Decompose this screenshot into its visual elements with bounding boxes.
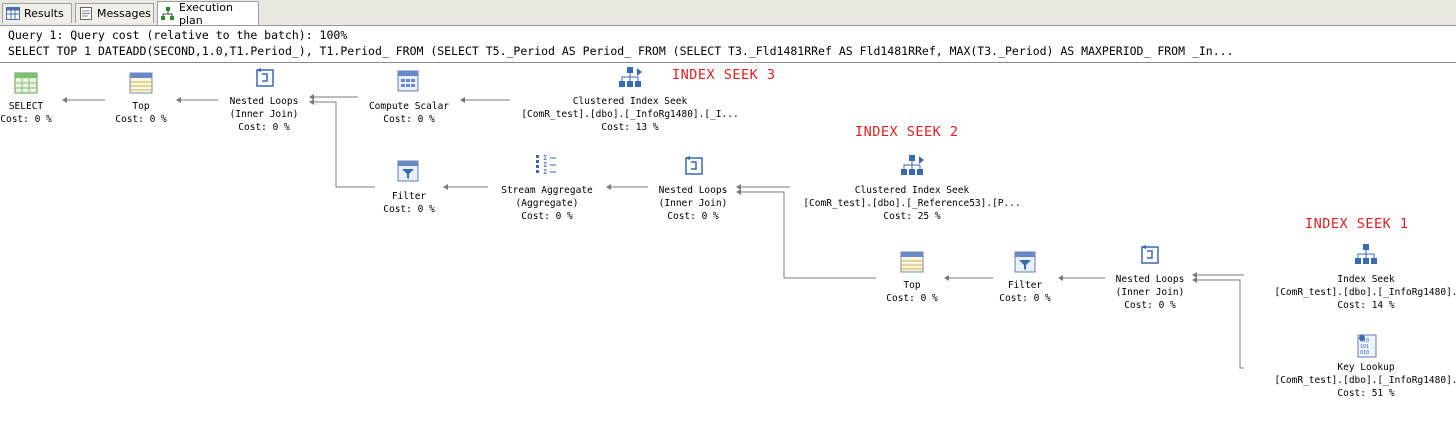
node-filter-2[interactable]: Filter Cost: 0 %: [999, 279, 1050, 305]
node-filter-1[interactable]: Filter Cost: 0 %: [383, 190, 434, 216]
node-key-lookup-name: Key Lookup: [1337, 362, 1395, 373]
node-compute-scalar-name: Compute Scalar: [368, 101, 450, 112]
node-cis3-name: Clustered Index Seek: [572, 96, 688, 107]
node-index-seek-1-cost: Cost: 14 %: [1337, 300, 1395, 311]
svg-text:010: 010: [1360, 338, 1369, 344]
node-select[interactable]: SELECT Cost: 0 %: [0, 100, 51, 126]
node-clustered-index-seek-3[interactable]: Clustered Index Seek [ComR_test].[dbo].[…: [521, 95, 738, 134]
node-nested-loops-2-type: (Inner Join): [658, 198, 728, 209]
node-index-seek-1-name: Index Seek: [1337, 274, 1395, 285]
node-key-lookup-object: [ComR_test].[dbo].[_InfoRg1480].: [1274, 375, 1456, 386]
annotation-index-seek-1: INDEX SEEK 1: [1305, 216, 1409, 232]
node-top-2-cost: Cost: 0 %: [886, 293, 938, 304]
filter-icon[interactable]: [1013, 251, 1037, 273]
node-filter-1-cost: Cost: 0 %: [383, 204, 435, 215]
node-nested-loops-1-type: (Inner Join): [229, 109, 299, 120]
tab-execution-plan-label: Execution plan: [179, 0, 233, 27]
node-nested-loops-3[interactable]: Nested Loops (Inner Join) Cost: 0 %: [1116, 273, 1185, 312]
select-icon[interactable]: [14, 72, 38, 94]
filter-icon[interactable]: [396, 160, 420, 182]
clustered-index-seek-icon[interactable]: [617, 66, 642, 88]
node-compute-scalar-cost: Cost: 0 %: [383, 114, 435, 125]
tab-results[interactable]: Results: [2, 3, 72, 23]
node-cis3-cost: Cost: 13 %: [601, 122, 659, 133]
top-icon[interactable]: [900, 251, 924, 273]
node-compute-scalar[interactable]: Compute Scalar Cost: 0 %: [369, 100, 449, 126]
nested-loops-icon[interactable]: [253, 67, 277, 89]
node-clustered-index-seek-2[interactable]: Clustered Index Seek [ComR_test].[dbo].[…: [803, 184, 1020, 223]
tab-messages-label: Messages: [97, 7, 151, 20]
node-select-name: SELECT: [8, 101, 44, 112]
annotation-index-seek-2: INDEX SEEK 2: [855, 124, 959, 140]
node-key-lookup[interactable]: Key Lookup [ComR_test].[dbo].[_InfoRg148…: [1274, 361, 1456, 400]
annotation-index-seek-3: INDEX SEEK 3: [672, 67, 776, 83]
tab-messages[interactable]: Messages: [75, 3, 154, 23]
node-cis3-object: [ComR_test].[dbo].[_InfoRg1480].[_I...: [521, 109, 739, 120]
compute-scalar-icon[interactable]: [396, 70, 420, 92]
node-nested-loops-1[interactable]: Nested Loops (Inner Join) Cost: 0 %: [230, 95, 299, 134]
node-key-lookup-cost: Cost: 51 %: [1337, 388, 1395, 399]
node-stream-aggregate-cost: Cost: 0 %: [521, 211, 573, 222]
node-nested-loops-1-cost: Cost: 0 %: [238, 122, 290, 133]
node-nested-loops-3-cost: Cost: 0 %: [1124, 300, 1176, 311]
clustered-index-seek-icon[interactable]: [899, 154, 924, 176]
plan-links: [62, 94, 1244, 369]
node-nested-loops-3-name: Nested Loops: [1115, 274, 1185, 285]
node-top-2[interactable]: Top Cost: 0 %: [886, 279, 937, 305]
node-stream-aggregate[interactable]: Stream Aggregate (Aggregate) Cost: 0 %: [501, 184, 593, 223]
top-icon[interactable]: [129, 72, 153, 94]
svg-text:101: 101: [1360, 344, 1369, 350]
node-nested-loops-3-type: (Inner Join): [1115, 287, 1185, 298]
node-top-1-cost: Cost: 0 %: [115, 114, 167, 125]
node-top-2-name: Top: [903, 280, 921, 291]
svg-text:010: 010: [1360, 350, 1369, 356]
node-index-seek-1-object: [ComR_test].[dbo].[_InfoRg1480].: [1274, 287, 1456, 298]
node-nested-loops-2-cost: Cost: 0 %: [667, 211, 719, 222]
node-nested-loops-2-name: Nested Loops: [658, 185, 728, 196]
results-grid-icon: [6, 7, 20, 20]
svg-text:Σ: Σ: [543, 161, 547, 169]
nested-loops-icon[interactable]: [1138, 244, 1162, 266]
node-top-1[interactable]: Top Cost: 0 %: [115, 100, 166, 126]
query-cost-line: Query 1: Query cost (relative to the bat…: [8, 28, 348, 42]
svg-text:Σ: Σ: [543, 168, 547, 176]
node-cis2-name: Clustered Index Seek: [854, 185, 970, 196]
node-nested-loops-1-name: Nested Loops: [229, 96, 299, 107]
node-filter-2-name: Filter: [1007, 280, 1043, 291]
tab-bar: Results Messages Execution plan: [0, 0, 1456, 27]
tab-results-label: Results: [24, 7, 64, 20]
query-text-line: SELECT TOP 1 DATEADD(SECOND,1.0,T1.Perio…: [8, 44, 1234, 58]
node-stream-aggregate-name: Stream Aggregate: [501, 185, 593, 196]
messages-icon: [79, 7, 93, 20]
tab-execution-plan[interactable]: Execution plan: [157, 0, 259, 27]
execution-plan-icon: [161, 7, 175, 20]
node-filter-2-cost: Cost: 0 %: [999, 293, 1051, 304]
node-cis2-object: [ComR_test].[dbo].[_Reference53].[P...: [803, 198, 1021, 209]
node-filter-1-name: Filter: [391, 191, 427, 202]
node-index-seek-1[interactable]: Index Seek [ComR_test].[dbo].[_InfoRg148…: [1274, 273, 1456, 312]
node-stream-aggregate-type: (Aggregate): [515, 198, 579, 209]
node-top-1-name: Top: [132, 101, 150, 112]
index-seek-icon[interactable]: [1353, 243, 1377, 265]
node-select-cost: Cost: 0 %: [0, 114, 52, 125]
svg-text:Σ: Σ: [543, 154, 547, 162]
node-cis2-cost: Cost: 25 %: [883, 211, 941, 222]
execution-plan-canvas[interactable]: SELECT Cost: 0 % Top Cost: 0 % Nested Lo…: [0, 63, 1456, 421]
nested-loops-icon[interactable]: [682, 155, 706, 177]
node-nested-loops-2[interactable]: Nested Loops (Inner Join) Cost: 0 %: [659, 184, 728, 223]
query-header: Query 1: Query cost (relative to the bat…: [0, 26, 1456, 63]
